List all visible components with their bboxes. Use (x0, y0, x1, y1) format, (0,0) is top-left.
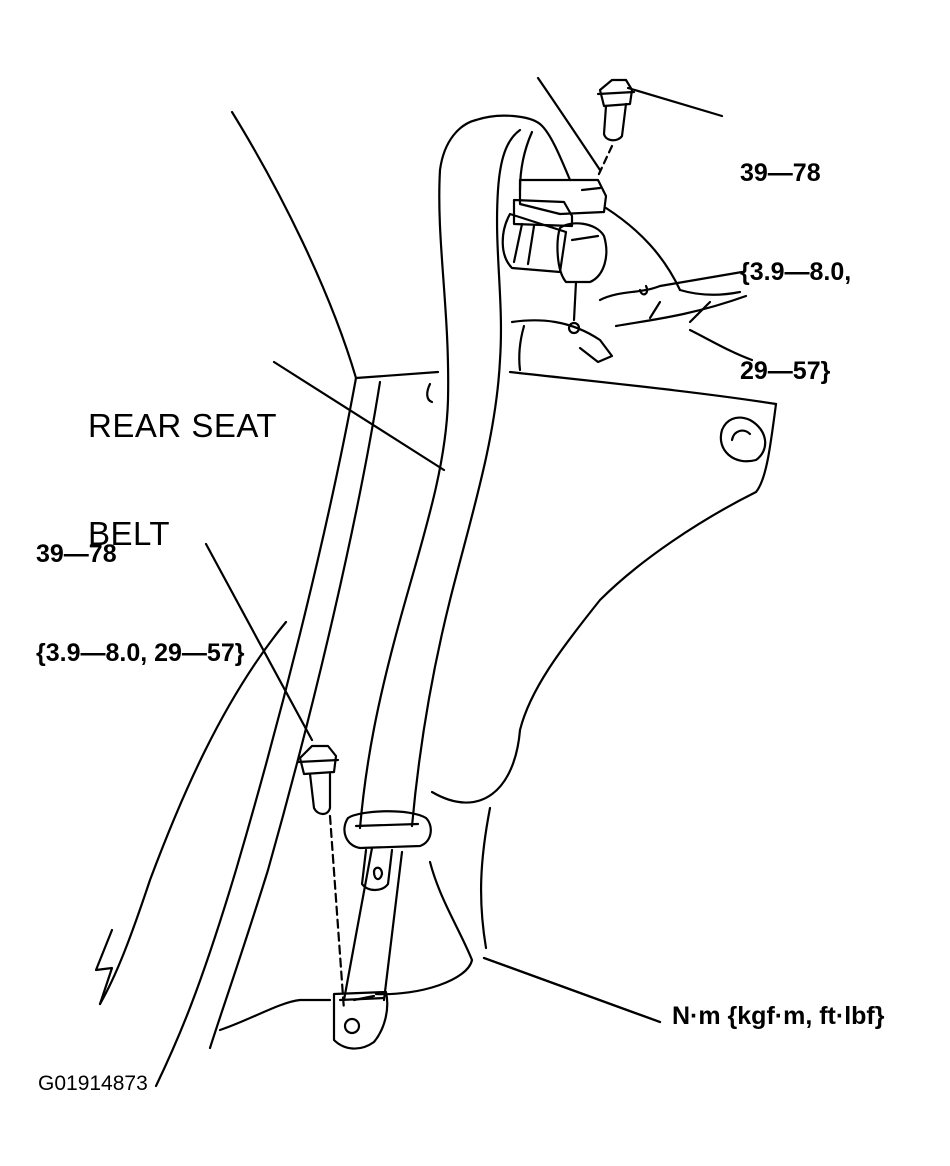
torque-top-line-2: {3.9—8.0, (740, 258, 852, 286)
torque-spec-left: 39—78 {3.9—8.0, 29—57} (36, 472, 244, 703)
part-name-line-1: REAR SEAT (88, 407, 278, 444)
figure-code: G01914873 (38, 1072, 148, 1095)
torque-top-line-3: 29—57} (740, 357, 831, 385)
part-name-callout: REAR SEAT BELT (88, 336, 277, 588)
lower-bolt[interactable] (296, 744, 346, 1012)
upper-bolt[interactable] (596, 78, 636, 178)
leader-left-torque (204, 542, 314, 742)
pillar-outline (94, 110, 440, 1088)
upper-body-lines (510, 76, 754, 372)
torque-top-line-1: 39—78 (740, 159, 821, 187)
retractor[interactable] (501, 178, 608, 335)
leader-lines (204, 86, 724, 1024)
units-note: N·m {kgf·m, ft·lbf} (672, 1002, 885, 1030)
seat-belt-webbing[interactable] (342, 114, 572, 1002)
leader-top-torque (626, 86, 724, 118)
belt-guide[interactable] (343, 810, 432, 892)
part-name-line-2: BELT (88, 515, 171, 552)
quarter-panel (218, 370, 778, 1032)
leader-part-name (272, 360, 446, 472)
torque-left-line-2: {3.9—8.0, 29—57} (36, 639, 245, 667)
torque-spec-top: 39—78 {3.9—8.0, 29—57} (740, 91, 851, 421)
leader-units (482, 956, 662, 1024)
lower-anchor[interactable] (332, 990, 389, 1050)
torque-left-line-1: 39—78 (36, 540, 117, 568)
